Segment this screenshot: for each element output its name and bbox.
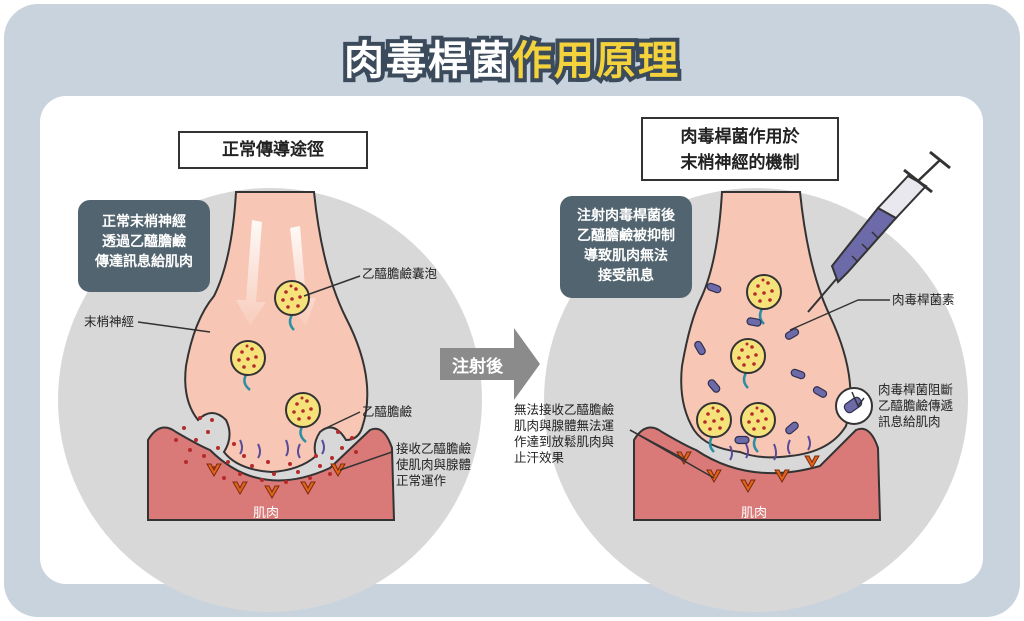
- right-heading-line-1: 肉毒桿菌作用於: [680, 127, 800, 147]
- right-note-line-1: 注射肉毒桿菌後: [577, 208, 675, 224]
- left-muscle: [147, 426, 396, 521]
- right-vesicle-2: [730, 338, 766, 374]
- left-heading: 正常傳導途徑: [222, 140, 324, 160]
- block-icon: [835, 387, 873, 425]
- label-block: 肉毒桿菌阻斷 乙醯膽鹼傳遞 訊息給肌肉: [878, 382, 953, 430]
- label-block-line-3: 訊息給肌肉: [878, 414, 941, 429]
- right-vesicle-3: [696, 402, 732, 438]
- right-note-line-4: 接受訊息: [598, 268, 654, 284]
- left-note-line-1: 正常末梢神經: [102, 214, 186, 230]
- right-heading-line-2: 末梢神經的機制: [680, 153, 800, 173]
- label-nerve: 末梢神經: [84, 314, 135, 329]
- right-vesicle-4: [740, 402, 776, 438]
- left-vesicle-3: [285, 392, 321, 428]
- inject-arrow-label: 注射後: [452, 357, 503, 377]
- label-receive-line-1: 接收乙醯膽鹼: [396, 441, 472, 456]
- left-arrow-1: [236, 220, 266, 326]
- label-cannot: 無法接收乙醯膽鹼 肌肉與腺體無法運 作達到放鬆肌肉與 止汗效果: [514, 402, 614, 466]
- left-note-line-3: 傳達訊息給肌肉: [95, 254, 193, 270]
- label-cannot-line-1: 無法接收乙醯膽鹼: [514, 402, 615, 417]
- right-heading-box: 肉毒桿菌作用於 末梢神經的機制: [641, 117, 839, 181]
- label-toxin: 肉毒桿菌素: [892, 292, 955, 307]
- inject-arrow: [440, 328, 540, 400]
- right-muscle-label: 肌肉: [741, 506, 768, 521]
- right-nerve-terminal: [680, 191, 852, 459]
- label-vesicle: 乙醯膽鹼囊泡: [362, 266, 438, 281]
- left-vesicle-2: [230, 340, 266, 376]
- label-block-line-1: 肉毒桿菌阻斷: [878, 382, 954, 397]
- toxin-particle: [734, 435, 750, 445]
- left-note: 正常末梢神經 透過乙醯膽鹼 傳達訊息給肌肉: [78, 200, 210, 292]
- label-cannot-line-4: 止汗效果: [514, 450, 565, 465]
- left-ach-dots: [174, 416, 358, 484]
- title-part2: 作用原理: [508, 34, 682, 88]
- left-nerve-terminal: [184, 191, 369, 474]
- label-block-line-2: 乙醯膽鹼傳遞: [878, 398, 954, 413]
- label-ach: 乙醯膽鹼: [362, 404, 413, 419]
- label-cannot-line-3: 作達到放鬆肌肉與: [514, 434, 615, 449]
- page-title: 肉毒桿菌作用原理: [0, 28, 1024, 88]
- syringe-illustration: [807, 150, 951, 313]
- right-note-line-2: 乙醯膽鹼被抑制: [577, 228, 675, 244]
- label-receive: 接收乙醯膽鹼 使肌肉與腺體 正常運作: [396, 441, 471, 489]
- label-receive-line-3: 正常運作: [396, 473, 447, 488]
- left-vesicle-1: [274, 280, 310, 316]
- left-muscle-label: 肌肉: [253, 506, 280, 521]
- title-part1: 肉毒桿菌: [340, 34, 514, 88]
- right-note: 注射肉毒桿菌後 乙醯膽鹼被抑制 導致肌肉無法 接受訊息: [560, 196, 692, 298]
- right-note-line-3: 導致肌肉無法: [584, 248, 668, 264]
- label-cannot-line-2: 肌肉與腺體無法運: [514, 418, 615, 433]
- right-vesicle-1: [746, 274, 782, 310]
- left-heading-box: 正常傳導途徑: [178, 131, 368, 169]
- right-muscle: [633, 426, 882, 521]
- left-note-line-2: 透過乙醯膽鹼: [102, 234, 186, 250]
- label-receive-line-2: 使肌肉與腺體: [396, 457, 472, 472]
